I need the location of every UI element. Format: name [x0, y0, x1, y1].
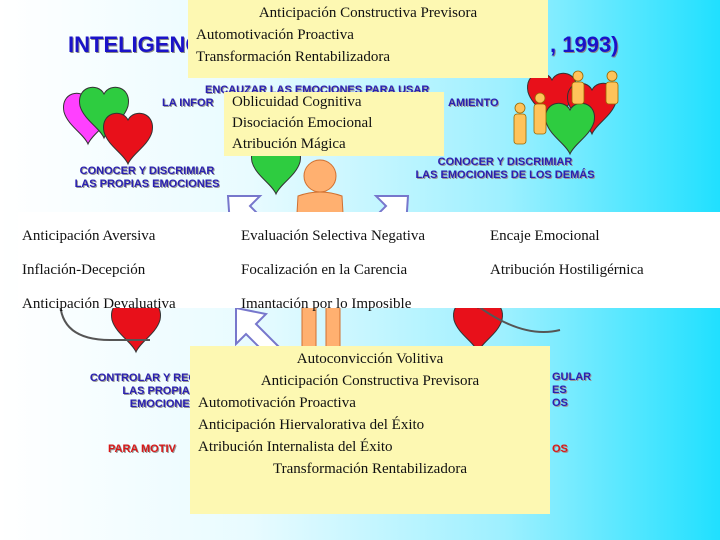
band-item: Focalización en la Carencia: [241, 262, 408, 278]
slide-title-right: , 1993): [550, 32, 619, 57]
label-regulate-tail: OS: [552, 443, 568, 455]
label-line: GULAR: [552, 371, 592, 383]
label-line: CONOCER Y DISCRIMIAR: [79, 165, 215, 177]
label-others-emotions: CONOCER Y DISCRIMIAR LAS EMOCIONES DE LO…: [415, 156, 595, 182]
person-figure-icon: [513, 70, 619, 145]
box-bottom-line: Atribución Internalista del Éxito: [198, 439, 393, 455]
band-item: Encaje Emocional: [490, 228, 600, 244]
box-bottom-line: Anticipación Hiervalorativa del Éxito: [198, 417, 425, 433]
box-middle: Oblicuidad Cognitiva Disociación Emocion…: [224, 92, 444, 156]
label-line: CONOCER Y DISCRIMIAR: [437, 156, 573, 168]
box-mid-line: Disociación Emocional: [232, 115, 373, 131]
label-line: EMOCIONES: [129, 398, 197, 410]
band-item: Atribución Hostiligérnica: [490, 262, 644, 278]
label-control: CONTROLAR Y REG LAS PROPIAS EMOCIONES: [67, 372, 197, 411]
label-line: LAS PROPIAS: [122, 385, 197, 397]
distortions-band: [18, 212, 720, 308]
banner-line2: LA INFOR: [162, 97, 214, 109]
box-mid-line: Oblicuidad Cognitiva: [232, 94, 362, 110]
heart-icon: [453, 300, 503, 353]
label-line: LAS EMOCIONES DE LOS DEMÁS: [415, 169, 595, 181]
label-line: ES: [552, 384, 567, 396]
box-top-line: Anticipación Constructiva Previsora: [258, 5, 478, 21]
label-line: LAS PROPIAS EMOCIONES: [74, 178, 220, 190]
box-mid-line: Atribución Mágica: [232, 136, 346, 152]
band-col3: Encaje Emocional Atribución Hostiligérni…: [490, 219, 644, 287]
label-motivate: PARA MOTIV: [108, 443, 176, 455]
slide-title-left: INTELIGENC: [68, 32, 202, 57]
band-col1: Anticipación Aversiva Inflación-Decepció…: [22, 219, 176, 321]
band-col2: Evaluación Selectiva Negativa Focalizaci…: [241, 219, 425, 321]
band-item: Inflación-Decepción: [22, 262, 146, 278]
heart-icon: [545, 102, 595, 155]
band-item: Imantación por lo Imposible: [241, 296, 412, 312]
band-item: Anticipación Aversiva: [22, 228, 156, 244]
box-bottom-line: Anticipación Constructiva Previsora: [260, 373, 480, 389]
box-top-line: Transformación Rentabilizadora: [196, 49, 390, 65]
box-bottom-line: Transformación Rentabilizadora: [273, 461, 467, 477]
label-line: OS: [552, 397, 568, 409]
label-regulate: GULAR ES OS: [552, 371, 591, 410]
box-bottom-line: Autoconvicción Volitiva: [296, 351, 444, 367]
heart-icon: [103, 112, 153, 165]
label-own-emotions: CONOCER Y DISCRIMIAR LAS PROPIAS EMOCION…: [72, 165, 222, 191]
box-bottom-line: Automotivación Proactiva: [198, 395, 356, 411]
box-top-line: Automotivación Proactiva: [196, 27, 354, 43]
band-item: Anticipación Devaluativa: [22, 296, 176, 312]
band-item: Evaluación Selectiva Negativa: [241, 228, 426, 244]
box-bottom: Autoconvicción Volitiva Anticipación Con…: [190, 346, 550, 514]
banner-line2-end: AMIENTO: [448, 97, 499, 109]
label-line: CONTROLAR Y REG: [89, 372, 197, 384]
box-top: Anticipación Constructiva Previsora Auto…: [188, 0, 548, 78]
